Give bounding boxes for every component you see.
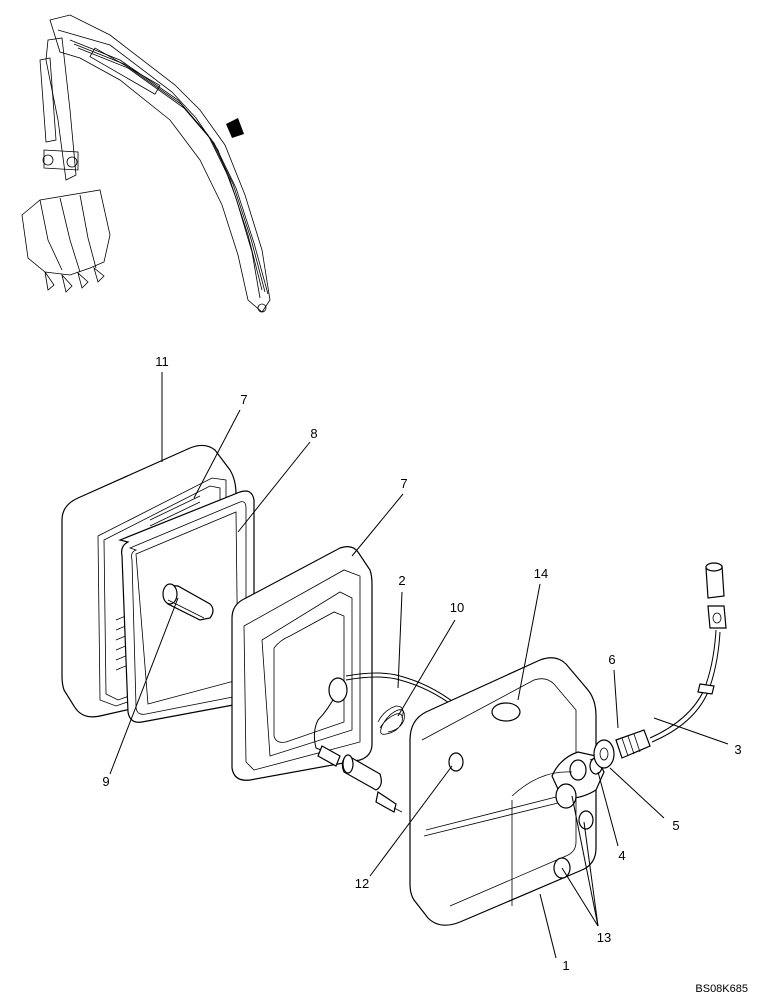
part-2-wire [313, 672, 457, 813]
part-10-spring [377, 705, 405, 735]
callout-12: 12 [355, 876, 369, 891]
callout-2: 2 [398, 573, 405, 588]
part-5-washer [593, 739, 615, 769]
excavator-arm-locator-illustration [21, 14, 271, 313]
callout-3: 3 [734, 742, 741, 757]
callout-13: 13 [597, 930, 611, 945]
callout-labels: 11 7 8 7 14 2 10 6 3 9 5 4 12 13 1 [102, 354, 741, 973]
callout-7-lower: 7 [400, 476, 407, 491]
callout-1: 1 [562, 958, 569, 973]
part-6-bellows-nut [615, 729, 651, 759]
reference-code: BS08K685 [695, 983, 748, 995]
part-9-bulb [162, 583, 214, 621]
callout-6: 6 [608, 652, 615, 667]
callout-7-upper: 7 [240, 392, 247, 407]
callout-4: 4 [618, 848, 625, 863]
part-7-lens [231, 546, 373, 781]
part-1-housing [409, 657, 605, 926]
callout-8: 8 [310, 426, 317, 441]
leader-lines [109, 372, 729, 959]
callout-11: 11 [155, 354, 169, 369]
callout-14: 14 [534, 566, 548, 581]
part-3-cable [649, 562, 727, 743]
callout-5: 5 [672, 818, 679, 833]
callout-10: 10 [450, 600, 464, 615]
callout-9: 9 [102, 774, 109, 789]
